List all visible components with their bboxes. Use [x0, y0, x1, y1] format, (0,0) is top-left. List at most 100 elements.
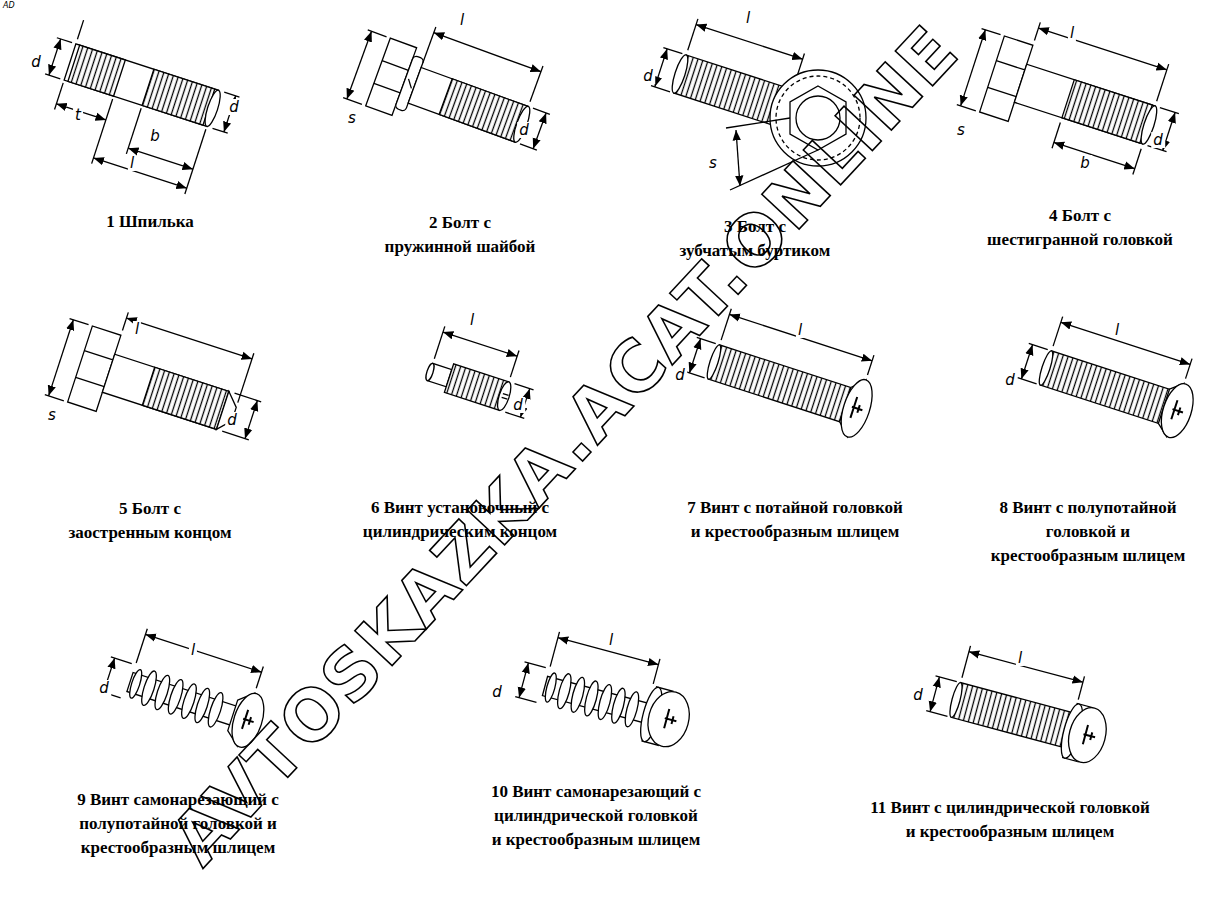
raised-countersunk-screw	[1040, 351, 1171, 424]
cheese-head-screw	[926, 711, 947, 717]
figure-caption: 10 Винт самонарезающий с цилиндрической …	[451, 780, 741, 852]
dimension-letter: s	[955, 122, 967, 138]
hex-head-bolt	[1062, 80, 1152, 143]
dimension-letter: d	[511, 397, 525, 413]
pointed-bolt	[45, 296, 275, 459]
self-tapping-screw-pan-head	[519, 663, 528, 698]
raised-countersunk-screw	[1169, 400, 1186, 422]
figure-caption: 4 Болт с шестигранной головкой	[965, 204, 1195, 252]
figure-caption: 1 Шпилька	[50, 210, 250, 234]
countersunk-screw	[708, 345, 852, 423]
watermark: AVTOSKAZKA.ACAT.ONLINE	[155, 10, 975, 881]
dimension-letter: s	[707, 155, 719, 171]
hex-head-bolt	[1133, 149, 1141, 175]
pointed-bolt	[102, 354, 228, 429]
stud	[45, 74, 60, 79]
hex-head-bolt	[988, 87, 1017, 96]
cheese-head-screw	[951, 683, 1080, 750]
figure-caption: 9 Винт самонарезающий с полупотайной гол…	[43, 788, 313, 860]
dimension-letter: l	[128, 155, 136, 171]
dimension-letter: l	[607, 632, 615, 648]
raised-countersunk-screw	[1061, 322, 1190, 364]
pointed-bolt	[84, 351, 113, 360]
bolt-toothed-flange	[726, 118, 790, 128]
hex-head-bolt	[953, 6, 1192, 182]
pointed-bolt	[142, 367, 229, 429]
dimension-letter: d	[97, 680, 111, 696]
dimension-letter: l	[796, 322, 804, 338]
cheese-head-screw	[1078, 676, 1084, 699]
dimension-letter: d	[29, 54, 43, 70]
stud	[23, 14, 247, 201]
hex-head-bolt	[1038, 28, 1166, 70]
figure-caption: 8 Винт с полупотайной головкой и крестоо…	[968, 496, 1208, 568]
bolt-toothed-flange	[651, 86, 670, 92]
raised-countersunk-screw	[1053, 317, 1063, 346]
hex-head-bolt	[1157, 64, 1169, 101]
stud	[202, 89, 223, 128]
cheese-head-screw	[924, 639, 1120, 767]
stud	[49, 39, 61, 75]
dimension-letter: d	[1151, 132, 1165, 148]
stud	[68, 45, 125, 96]
dimension-letter: l	[133, 321, 141, 337]
dimension-letter: l	[189, 642, 197, 658]
raised-countersunk-screw	[1015, 309, 1208, 441]
cheese-head-screw	[1081, 725, 1098, 747]
bolt-spring-washer	[343, 98, 362, 105]
dimension-letter: l	[468, 312, 476, 328]
stud	[77, 20, 83, 39]
stud	[126, 108, 141, 154]
self-tapping-screw-pan-head	[515, 697, 536, 703]
figure-caption: 7 Винт с потайной головкой и крестообраз…	[650, 496, 940, 544]
pointed-bolt	[45, 395, 64, 401]
bolt-spring-washer	[406, 79, 414, 89]
bolt-spring-washer	[511, 105, 533, 144]
pointed-bolt	[126, 318, 252, 359]
set-screw	[434, 326, 445, 358]
set-screw	[443, 332, 517, 356]
self-tapping-screw-pan-head	[543, 672, 558, 703]
countersunk-screw	[867, 355, 873, 375]
stud	[224, 92, 239, 97]
dimension-letter: d	[517, 122, 531, 138]
pointed-bolt	[49, 320, 74, 396]
bolt-toothed-flange	[736, 130, 740, 186]
pointed-bolt	[122, 312, 128, 330]
dimension-letter: d	[641, 68, 655, 84]
bolt-toothed-flange	[688, 19, 698, 50]
set-screw	[503, 394, 509, 396]
dimension-letter: d	[227, 99, 241, 115]
self-tapping-screw-pan-head	[662, 708, 679, 730]
pointed-bolt	[235, 393, 262, 402]
figure-caption: 5 Болт с заостренным концом	[40, 497, 260, 545]
dimension-letter: d	[1003, 372, 1017, 388]
set-screw	[423, 325, 544, 418]
stud	[128, 148, 193, 169]
countersunk-screw	[729, 314, 872, 360]
dimension-letter: d	[911, 687, 925, 703]
dimension-letter: l	[744, 10, 752, 26]
cheese-head-screw	[930, 677, 939, 712]
raised-countersunk-screw	[1018, 378, 1037, 384]
bolt-spring-washer	[343, 6, 564, 166]
bolt-toothed-flange	[669, 53, 691, 94]
raised-countersunk-screw	[1155, 380, 1199, 442]
pointed-bolt	[245, 401, 257, 439]
bolt-spring-washer	[374, 83, 400, 93]
cheese-head-screw	[969, 652, 1083, 683]
self-tapping-screw-countersunk	[136, 629, 147, 663]
figure-caption: 2 Болт с пружинной шайбой	[360, 211, 560, 259]
dimension-letter: l	[1016, 650, 1024, 666]
raised-countersunk-screw	[1186, 359, 1192, 379]
bolt-spring-washer	[533, 108, 550, 114]
dimension-letter: l	[1068, 25, 1076, 41]
stud	[56, 23, 81, 99]
set-screw	[502, 397, 508, 399]
bolt-spring-washer	[408, 67, 528, 142]
cheese-head-screw	[962, 646, 971, 678]
self-tapping-screw-countersunk	[145, 634, 261, 672]
dimension-letter: d	[490, 684, 504, 700]
bolt-spring-washer	[347, 31, 372, 99]
self-tapping-screw-pan-head	[642, 687, 695, 751]
